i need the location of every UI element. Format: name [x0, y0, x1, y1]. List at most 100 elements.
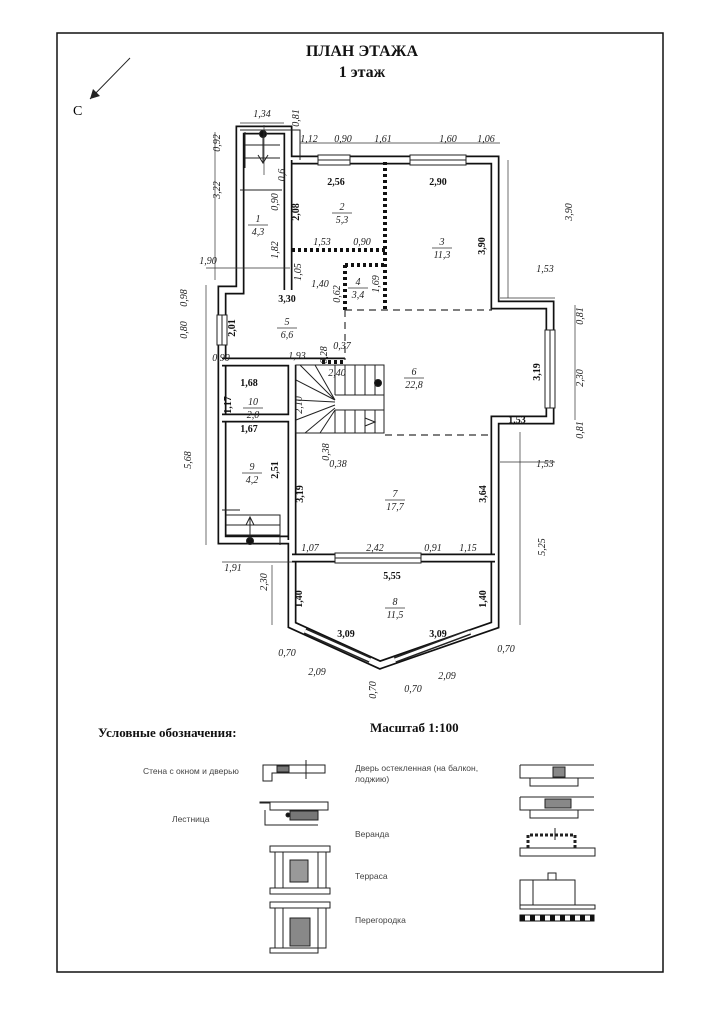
room-number: 3	[439, 237, 445, 248]
dimension-label: 3,19	[295, 485, 306, 503]
legend-label-glazed-door: Дверь остекленная (на балкон,	[355, 763, 478, 773]
room-label-8: 811,5	[385, 597, 405, 621]
dimension-label: 0,90	[334, 134, 352, 145]
dimension-label: 0,80	[179, 321, 190, 339]
room-number: 2	[340, 202, 345, 213]
dimension-label: 0,81	[575, 421, 586, 439]
dimension-label: 1,53	[536, 459, 554, 470]
room-label-6: 622,8	[404, 367, 424, 391]
dimension-label: 5,68	[183, 451, 194, 469]
dimension-label: 0,70	[497, 644, 515, 655]
partitions	[292, 162, 387, 364]
dimension-label: 1,34	[253, 109, 271, 120]
dimension-label: 1,68	[240, 378, 258, 389]
dimension-label: 1,40	[294, 590, 305, 608]
room-area: 22,8	[405, 380, 423, 391]
plan-title: ПЛАН ЭТАЖА	[306, 43, 418, 60]
legend-wall-icon	[262, 760, 326, 782]
dimension-label: 0,90	[270, 193, 281, 211]
room-number: 5	[285, 317, 290, 328]
dimension-label: 0,92	[212, 134, 223, 152]
room-number: 10	[248, 397, 258, 408]
dimension-label: 2,56	[327, 177, 345, 188]
dimension-label: 2,30	[575, 369, 586, 387]
room-number: 7	[393, 489, 399, 500]
room-label-1: 14,3	[248, 214, 268, 238]
dimension-lines	[205, 122, 576, 625]
dimension-label: 0,70	[278, 648, 296, 659]
dimension-label: 1,67	[240, 424, 258, 435]
dimension-label: 1,93	[288, 351, 306, 362]
dimension-label: 0,37	[333, 341, 352, 352]
legend: Условные обозначения: Масштаб 1:100 Стен…	[98, 720, 596, 954]
legend-heading: Условные обозначения:	[98, 725, 237, 740]
legend-label-veranda: Веранда	[355, 829, 390, 839]
dimension-label: 0,70	[368, 681, 379, 699]
legend-veranda-icon	[519, 828, 596, 857]
dimension-label: 1,60	[439, 134, 457, 145]
room-area: 2,0	[247, 410, 260, 421]
dimension-label: 0,81	[575, 307, 586, 325]
dimension-label: 1,82	[270, 241, 281, 259]
dimension-label: 0,98	[179, 289, 190, 307]
interior-staircase	[295, 364, 385, 434]
windows	[216, 154, 556, 663]
dimension-label: 2,01	[227, 319, 238, 337]
room-number: 6	[412, 367, 417, 378]
legend-stairs-icon	[259, 801, 329, 826]
legend-label-terrace: Терраса	[355, 871, 388, 881]
dimension-label: 3,30	[278, 294, 296, 305]
room-area: 11,3	[434, 250, 451, 261]
dimension-label: 2,08	[291, 203, 302, 221]
legend-label-partition: Перегородка	[355, 915, 406, 925]
north-label: С	[73, 104, 82, 119]
dimension-label: 1,12	[300, 134, 318, 145]
legend-label-glazed-door-2: лоджию)	[355, 774, 389, 784]
legend-stairs-icon-3	[269, 901, 331, 954]
dimension-label: 1,05	[293, 263, 304, 281]
dimension-label: 1,91	[224, 563, 242, 574]
room-area: 4,3	[252, 227, 265, 238]
dimension-label: 2,30	[259, 573, 270, 591]
dimension-label: 0,38	[321, 443, 332, 461]
dimension-label: 3,90	[564, 203, 575, 222]
room-area: 3,4	[351, 290, 365, 301]
dimension-label: 0,90	[353, 237, 371, 248]
dimension-label: 1,17	[223, 396, 234, 414]
dimension-label: 0,6	[277, 169, 288, 182]
plan-subtitle: 1 этаж	[339, 64, 386, 81]
room-label-3: 311,3	[432, 237, 452, 261]
dimension-label: 2,42	[366, 543, 384, 554]
legend-glazed-door-icon	[519, 764, 594, 819]
dimension-label: 2,10	[294, 396, 305, 414]
dimension-label: 1,07	[301, 543, 320, 554]
dimension-label: 0,91	[424, 543, 442, 554]
dimension-label: 2,09	[308, 667, 326, 678]
dimension-label: 0,81	[291, 109, 302, 127]
scale-label: Масштаб 1:100	[370, 720, 459, 735]
dimension-label: 2,51	[270, 461, 281, 479]
dimension-label: 3,22	[212, 181, 223, 200]
legend-label-stairs: Лестница	[172, 814, 210, 824]
sheet-border	[56, 32, 664, 973]
dimension-label: 1,90	[199, 256, 217, 267]
room-number: 9	[250, 462, 255, 473]
dimension-label: 0,38	[329, 459, 347, 470]
dimension-label: 0,62	[332, 285, 343, 303]
room-label-2: 25,3	[332, 202, 352, 226]
open-boundaries	[344, 309, 492, 436]
dimension-label: 1,53	[508, 415, 526, 426]
dimension-label: 1,53	[313, 237, 331, 248]
room-labels: 14,325,3311,343,456,6622,8717,7811,594,2…	[242, 202, 452, 621]
dimension-label: 0,90	[212, 353, 230, 364]
dimension-label: 1,40	[478, 590, 489, 608]
dimension-label: 3,90	[477, 237, 488, 255]
dimension-label: 2,40	[328, 368, 346, 379]
room-number: 4	[356, 277, 361, 288]
room-label-5: 56,6	[277, 317, 297, 341]
room-area: 6,6	[281, 330, 294, 341]
room-area: 17,7	[386, 502, 405, 513]
legend-stairs-icon-2	[269, 845, 331, 895]
